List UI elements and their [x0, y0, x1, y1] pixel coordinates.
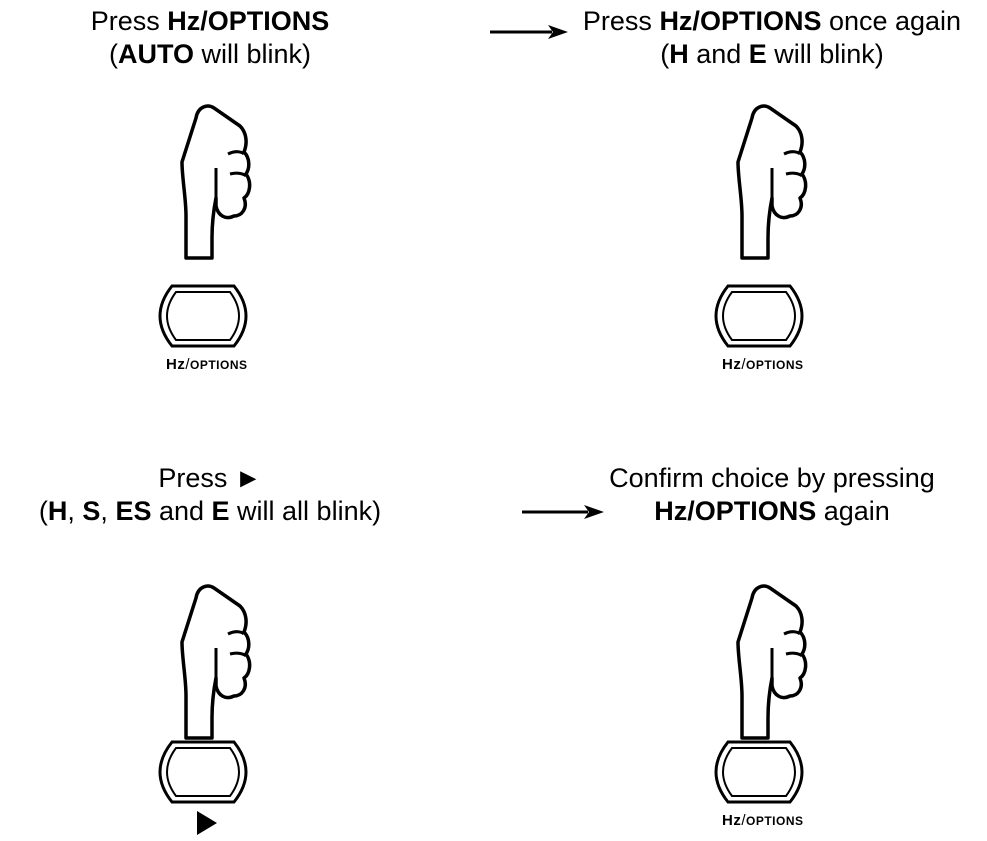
button-label: Hz/OPTIONS [166, 356, 248, 373]
button-label-sep: / [741, 812, 747, 829]
button-label-rest: OPTIONS [746, 814, 804, 828]
caption-bold-text: Hz/OPTIONS [654, 496, 817, 526]
caption-bold-text: H [47, 496, 68, 526]
caption-line-2: (H and E will blink) [560, 38, 984, 71]
caption-text: ( [660, 39, 670, 69]
step-caption: Press Hz/OPTIONS once again (H and E wil… [560, 5, 984, 71]
caption-text: will all blink) [229, 496, 382, 526]
button-label-rest: OPTIONS [746, 358, 804, 372]
pointing-hand-icon [180, 104, 252, 260]
caption-text: ( [38, 496, 48, 526]
caption-line-2: Hz/OPTIONS again [560, 495, 984, 528]
caption-text: Press ► [158, 463, 262, 493]
pointing-hand-icon [180, 584, 252, 740]
right-arrow-icon [490, 25, 568, 39]
button-label-sep: / [185, 356, 191, 373]
caption-text: again [816, 496, 890, 526]
caption-text: will blink) [766, 39, 884, 69]
step-caption: Press ► (H, S, ES and E will all blink) [0, 462, 420, 528]
caption-line-1: Confirm choice by pressing [560, 462, 984, 495]
right-arrow-icon [522, 505, 604, 519]
caption-line-2: (H, S, ES and E will all blink) [0, 495, 420, 528]
caption-text: ( [108, 39, 118, 69]
button-label-main: Hz [166, 356, 186, 373]
button-label-main: Hz [722, 812, 742, 829]
rounded-button-icon [158, 284, 248, 348]
caption-text: and [151, 496, 212, 526]
rounded-button-icon [714, 740, 804, 804]
caption-bold-text: H [669, 39, 689, 69]
rounded-button-icon [714, 284, 804, 348]
caption-bold-text: Hz/OPTIONS [167, 6, 330, 36]
play-triangle-icon [197, 811, 217, 835]
rounded-button-icon [158, 740, 248, 804]
caption-text: , [67, 496, 83, 526]
caption-bold-text: AUTO [117, 39, 194, 69]
caption-line-1: Press Hz/OPTIONS once again [560, 5, 984, 38]
button-label: Hz/OPTIONS [722, 356, 804, 373]
caption-bold-text: E [748, 39, 767, 69]
caption-bold-text: Hz/OPTIONS [659, 6, 822, 36]
caption-bold-text: S [82, 496, 101, 526]
caption-line-1: Press Hz/OPTIONS [0, 5, 420, 38]
button-label-sep: / [741, 356, 747, 373]
caption-text: once again [821, 6, 962, 36]
caption-text: , [100, 496, 116, 526]
button-label-rest: OPTIONS [190, 358, 248, 372]
button-label-main: Hz [722, 356, 742, 373]
caption-text: Confirm choice by pressing [609, 463, 935, 493]
pointing-hand-icon [736, 584, 808, 740]
step-caption: Confirm choice by pressing Hz/OPTIONS ag… [560, 462, 984, 528]
caption-bold-text: E [211, 496, 230, 526]
caption-text: will blink) [193, 39, 312, 69]
pointing-hand-icon [736, 104, 808, 260]
caption-text: and [688, 39, 749, 69]
caption-text: Press [90, 6, 168, 36]
caption-bold-text: ES [115, 496, 152, 526]
button-label: Hz/OPTIONS [722, 812, 804, 829]
caption-line-2: (AUTO will blink) [0, 38, 420, 71]
caption-line-1: Press ► [0, 462, 420, 495]
caption-text: Press [582, 6, 660, 36]
step-caption: Press Hz/OPTIONS (AUTO will blink) [0, 5, 420, 71]
